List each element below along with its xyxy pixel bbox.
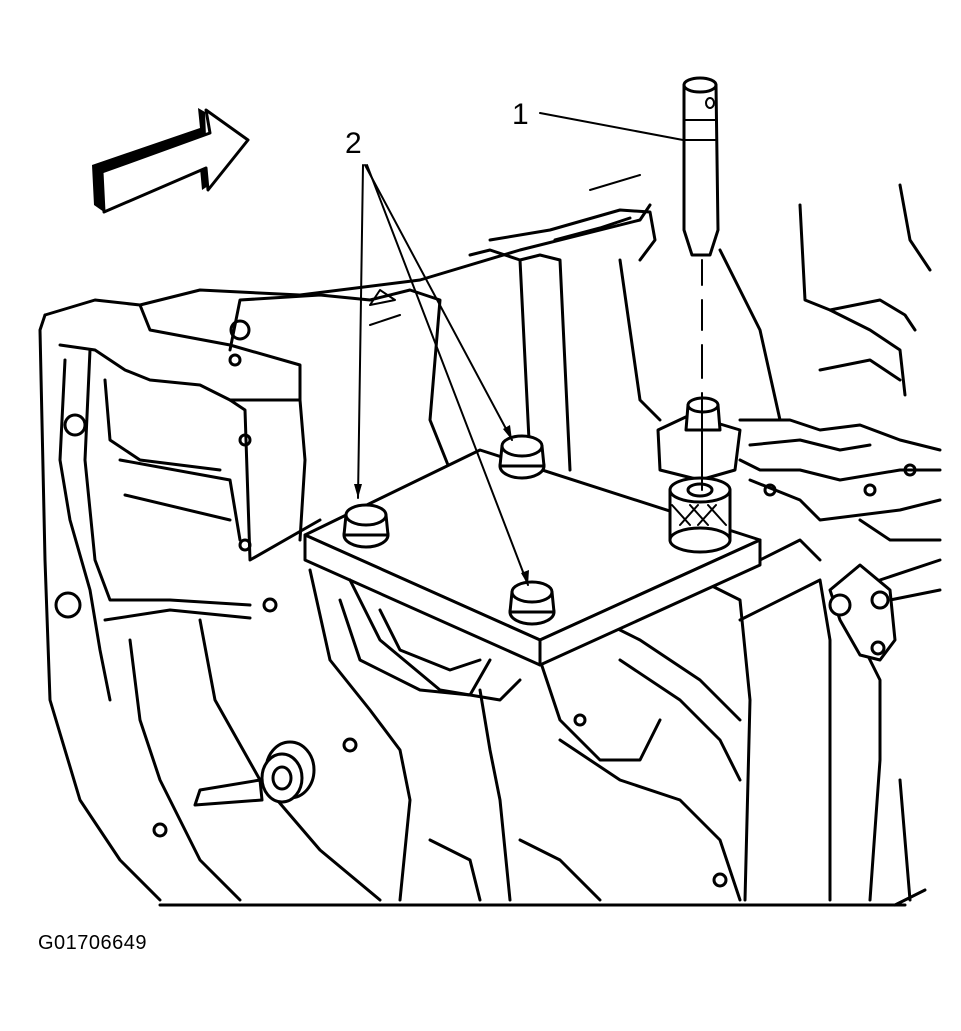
block-plug bbox=[260, 740, 316, 804]
pin-tool bbox=[682, 76, 720, 491]
cap-bolt bbox=[498, 434, 546, 480]
callout-2-leaders bbox=[354, 164, 529, 586]
callout-1-leader bbox=[539, 112, 684, 141]
callout-1-label: 1 bbox=[512, 98, 529, 131]
cap-bolt bbox=[342, 503, 390, 549]
cap-bolt bbox=[508, 580, 556, 626]
direction-arrow-icon bbox=[92, 108, 250, 214]
sensor-bracket bbox=[828, 563, 897, 662]
bearing-cap-plate bbox=[303, 448, 762, 702]
engine-block bbox=[38, 174, 942, 907]
callout-2-label: 2 bbox=[345, 127, 362, 160]
dowel-sleeve bbox=[656, 396, 742, 554]
figure-id: G01706649 bbox=[38, 932, 148, 954]
